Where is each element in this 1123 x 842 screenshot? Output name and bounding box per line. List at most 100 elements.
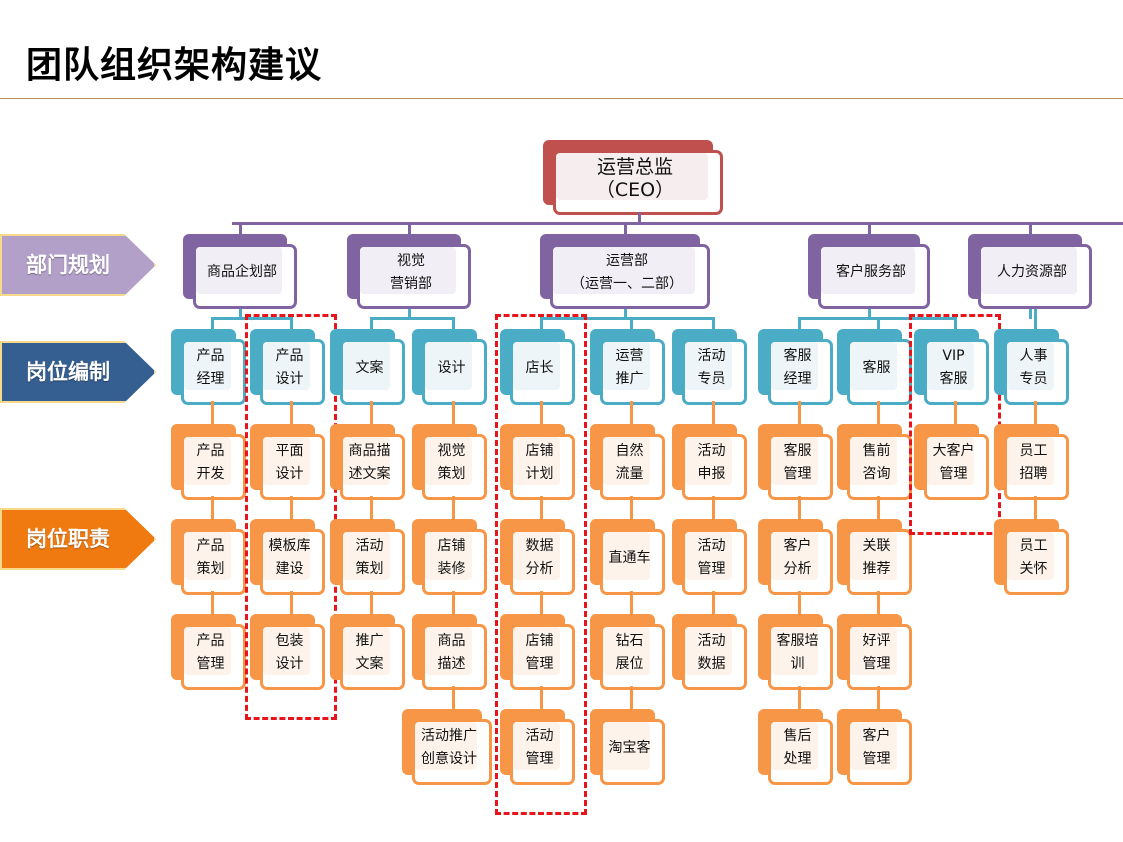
node-duty-1-0-0[interactable]: 商品描 述文案	[330, 424, 405, 500]
node-duty-1-0-2[interactable]: 推广 文案	[330, 614, 405, 690]
role-bus-line	[540, 317, 714, 320]
node-duty-1-1-3[interactable]: 活动推广 创意设计	[402, 709, 492, 785]
node-dept-0[interactable]: 商品企划部	[183, 234, 297, 309]
duty-connector	[452, 686, 455, 711]
node-duty-1-1-2[interactable]: 商品 描述	[412, 614, 487, 690]
node-duty-4-0-0[interactable]: 员工 招聘	[994, 424, 1069, 500]
node-duty-2-2-1[interactable]: 活动 管理	[672, 519, 747, 595]
node-label: 关联 推荐	[862, 538, 891, 577]
role-branch-line	[452, 317, 455, 331]
node-duty-2-0-3[interactable]: 活动 管理	[500, 709, 575, 785]
node-duty-3-1-2[interactable]: 好评 管理	[837, 614, 912, 690]
node-duty-0-0-2[interactable]: 产品 管理	[171, 614, 246, 690]
node-duty-3-2-0[interactable]: 大客户 管理	[914, 424, 989, 500]
node-fill	[360, 247, 456, 294]
node-fill	[603, 722, 650, 770]
node-duty-2-0-1[interactable]: 数据 分析	[500, 519, 575, 595]
dept-bus-line	[232, 222, 1123, 225]
role-drop-line	[868, 309, 871, 319]
node-dept-4[interactable]: 人力资源部	[968, 234, 1092, 309]
node-duty-0-0-0[interactable]: 产品 开发	[171, 424, 246, 500]
role-branch-line	[630, 317, 633, 331]
dept-drop-line	[624, 222, 627, 236]
node-duty-3-0-2[interactable]: 客服培 训	[758, 614, 833, 690]
legend-arrow-1: 岗位编制	[0, 341, 156, 403]
node-fill	[771, 532, 818, 580]
node-duty-0-0-1[interactable]: 产品 策划	[171, 519, 246, 595]
node-label: 店长	[525, 359, 554, 376]
node-fill	[927, 342, 974, 390]
node-duty-3-0-0[interactable]: 客服 管理	[758, 424, 833, 500]
legend-label: 部门规划	[26, 253, 110, 277]
node-duty-1-1-1[interactable]: 店铺 装修	[412, 519, 487, 595]
node-role-4-0[interactable]: 人事 专员	[994, 329, 1069, 405]
node-label: 店铺 管理	[525, 633, 554, 672]
node-duty-3-1-0[interactable]: 售前 咨询	[837, 424, 912, 500]
node-label: 活动 管理	[525, 728, 554, 767]
node-label: 客服培 训	[776, 633, 819, 672]
node-label: 钻石 展位	[615, 633, 644, 672]
node-duty-2-2-2[interactable]: 活动 数据	[672, 614, 747, 690]
node-label: 设计	[437, 359, 466, 376]
node-duty-2-0-2[interactable]: 店铺 管理	[500, 614, 575, 690]
node-role-2-2[interactable]: 活动 专员	[672, 329, 747, 405]
duty-connector	[211, 496, 214, 521]
node-fill	[981, 247, 1077, 294]
node-role-0-1[interactable]: 产品 设计	[250, 329, 325, 405]
role-branch-line	[877, 317, 880, 331]
node-ceo[interactable]: 运营总监 （CEO）	[543, 140, 723, 215]
node-label: 店铺 计划	[525, 443, 554, 482]
node-role-3-0[interactable]: 客服 经理	[758, 329, 833, 405]
node-role-0-0[interactable]: 产品 经理	[171, 329, 246, 405]
node-fill	[343, 342, 390, 390]
title-divider	[0, 98, 1123, 99]
node-label: 客服 经理	[783, 348, 812, 387]
node-duty-2-1-3[interactable]: 淘宝客	[590, 709, 665, 785]
node-label: 平面 设计	[275, 443, 304, 482]
role-bus-line	[370, 317, 454, 320]
node-label: 运营总监 （CEO）	[595, 155, 675, 201]
node-duty-2-1-1[interactable]: 直通车	[590, 519, 665, 595]
node-fill	[771, 342, 818, 390]
node-duty-2-1-2[interactable]: 钻石 展位	[590, 614, 665, 690]
node-duty-3-1-1[interactable]: 关联 推荐	[837, 519, 912, 595]
node-duty-3-0-1[interactable]: 客户 分析	[758, 519, 833, 595]
node-label: 售后 处理	[783, 728, 812, 767]
node-fill	[513, 437, 560, 485]
node-fill	[184, 342, 231, 390]
node-duty-0-1-1[interactable]: 模板库 建设	[250, 519, 325, 595]
node-duty-0-1-2[interactable]: 包装 设计	[250, 614, 325, 690]
node-role-2-1[interactable]: 运营 推广	[590, 329, 665, 405]
duty-connector	[798, 401, 801, 426]
page-title: 团队组织架构建议	[26, 45, 323, 86]
node-label: 自然 流量	[615, 443, 644, 482]
role-branch-line	[798, 317, 801, 331]
duty-connector	[630, 496, 633, 521]
node-fill	[425, 532, 472, 580]
highlight-box	[245, 314, 337, 720]
node-fill	[196, 247, 282, 294]
duty-connector	[370, 496, 373, 521]
node-label: 客户 管理	[862, 728, 891, 767]
node-duty-3-1-3[interactable]: 客户 管理	[837, 709, 912, 785]
node-role-2-0[interactable]: 店长	[500, 329, 575, 405]
node-duty-1-0-1[interactable]: 活动 策划	[330, 519, 405, 595]
node-role-1-0[interactable]: 文案	[330, 329, 405, 405]
node-label: 活动 数据	[697, 633, 726, 672]
node-role-1-1[interactable]: 设计	[412, 329, 487, 405]
node-dept-3[interactable]: 客户服务部	[808, 234, 930, 309]
node-label: VIP 客服	[939, 348, 968, 387]
node-dept-1[interactable]: 视觉 营销部	[347, 234, 471, 309]
node-duty-2-2-0[interactable]: 活动 申报	[672, 424, 747, 500]
role-branch-line	[211, 317, 214, 331]
node-duty-1-1-0[interactable]: 视觉 策划	[412, 424, 487, 500]
node-duty-2-1-0[interactable]: 自然 流量	[590, 424, 665, 500]
node-fill	[263, 437, 310, 485]
node-fill	[553, 247, 695, 294]
node-duty-3-0-3[interactable]: 售后 处理	[758, 709, 833, 785]
node-duty-4-0-1[interactable]: 员工 关怀	[994, 519, 1069, 595]
node-role-3-1[interactable]: 客服	[837, 329, 912, 405]
node-dept-2[interactable]: 运营部 （运营一、二部）	[540, 234, 710, 309]
node-duty-2-0-0[interactable]: 店铺 计划	[500, 424, 575, 500]
node-label: 运营 推广	[615, 348, 644, 387]
